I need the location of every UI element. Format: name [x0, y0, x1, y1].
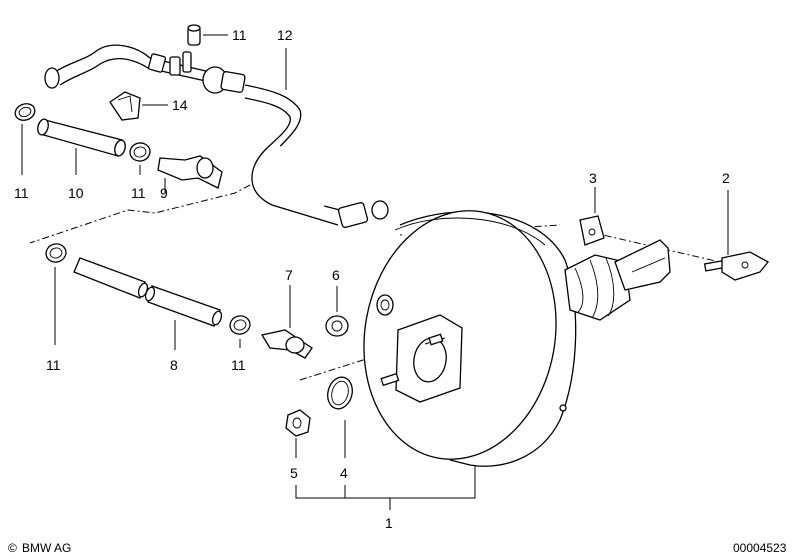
callout-11-lower-mid: 11 [231, 357, 246, 373]
hose-end [44, 67, 60, 89]
leader-1-bracket [295, 465, 476, 510]
callout-2: 2 [722, 170, 730, 186]
brake-booster-1 [363, 210, 631, 467]
callout-11-upper-left: 11 [14, 185, 29, 201]
callout-12: 12 [277, 27, 293, 43]
hose-8 [73, 257, 223, 350]
clip-3 [579, 187, 605, 246]
callout-7: 7 [285, 267, 293, 283]
callout-3: 3 [589, 170, 597, 186]
callout-9: 9 [160, 185, 168, 201]
brand-label: BMW AG [22, 541, 71, 555]
clamp-11-upper-left [14, 103, 36, 175]
callout-5: 5 [290, 465, 298, 481]
elbow-7 [260, 285, 313, 359]
callout-11-upper-mid: 11 [131, 185, 146, 201]
pin-2 [703, 190, 769, 281]
clamp-11-upper-mid [129, 142, 151, 175]
copyright-symbol: © [8, 541, 17, 555]
nut-5 [285, 409, 311, 458]
clevis-yoke [614, 239, 671, 291]
diagram-number: 00004523 [733, 541, 787, 555]
o-ring-4 [327, 376, 353, 458]
callout-11-lower-left: 11 [46, 357, 61, 373]
vacuum-hose-12 [44, 44, 389, 228]
grommet-6 [325, 286, 349, 337]
callout-13: 11 [232, 27, 247, 43]
callout-14: 14 [172, 97, 188, 113]
callout-4: 4 [340, 465, 348, 481]
callout-8: 8 [170, 357, 178, 373]
cap-13 [187, 24, 228, 46]
clamp-11-lower-left [45, 243, 67, 345]
clamp-11-lower-mid [229, 315, 251, 348]
callout-1: 1 [385, 515, 393, 531]
hose-10 [37, 118, 126, 175]
check-valve-9 [157, 155, 223, 193]
clip-14 [109, 91, 168, 121]
callout-6: 6 [332, 267, 340, 283]
callout-10: 10 [68, 185, 84, 201]
